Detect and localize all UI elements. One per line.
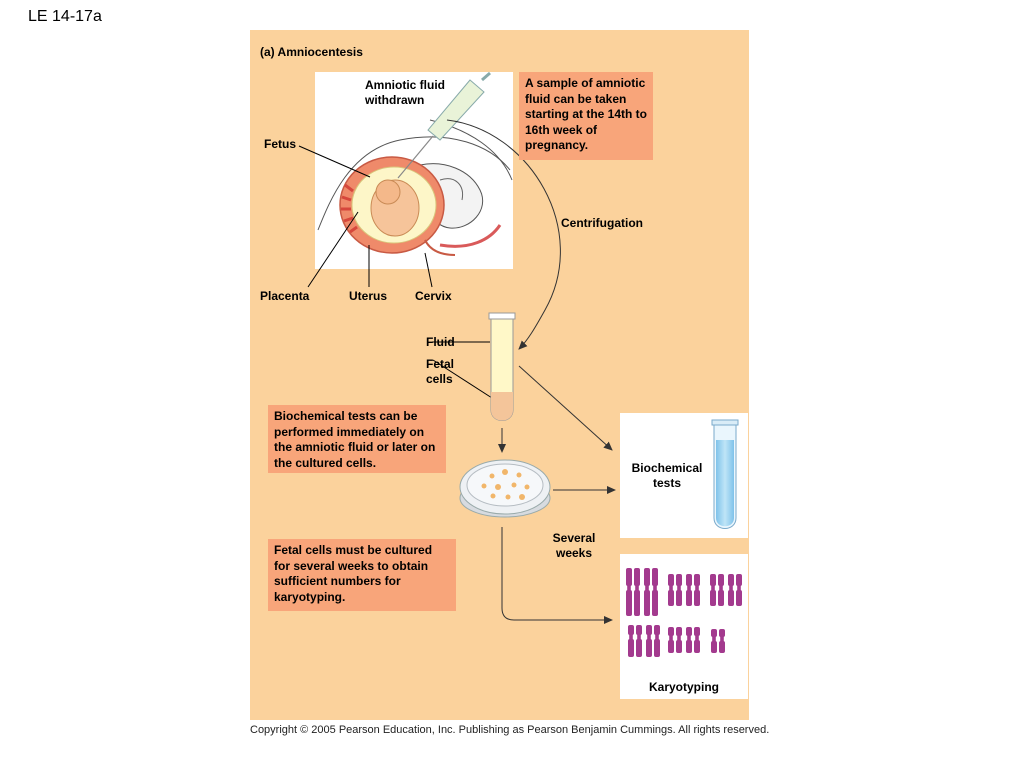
label-fluid: Fluid [426,335,455,349]
centrifugation-arrow [446,119,561,350]
label-fetus: Fetus [264,137,297,151]
chromosome [636,625,642,657]
arrow-to-biochem [518,365,613,451]
karyotype-chromosomes [626,568,742,657]
test-tube [711,419,739,529]
chromosome [694,574,700,606]
petri-dish [459,459,551,518]
arrow-to-karyotype [501,527,613,624]
chromosome [654,625,660,657]
chromosome [710,574,716,606]
chromosome [728,574,734,606]
uterus-illustration [317,119,513,256]
note-sample-timing: A sample of amniotic fluid can be taken … [519,72,653,160]
label-cervix: Cervix [415,289,452,303]
chromosome [644,568,650,616]
label-uterus: Uterus [349,289,388,303]
chromosome [646,625,652,657]
chromosome [676,627,682,653]
chromosome [628,625,634,657]
slide-title: LE 14-17a [28,8,102,25]
chromosome [686,574,692,606]
leader-lines [298,145,493,399]
label-amniotic-fluid: Amniotic fluid withdrawn [365,78,445,107]
chromosome [719,629,725,653]
label-karyotyping: Karyotyping [648,680,719,694]
chromosome [652,568,658,616]
label-placenta: Placenta [260,289,310,303]
label-several-weeks: Several weeks [552,531,596,560]
copyright-notice: Copyright © 2005 Pearson Education, Inc.… [250,724,770,736]
chromosome [676,574,682,606]
panel-title: (a) Amniocentesis [260,45,363,59]
chromosome [686,627,692,653]
label-centrifugation: Centrifugation [561,216,643,230]
chromosome [626,568,632,616]
chromosome [668,627,674,653]
syringe [397,71,491,179]
chromosome [668,574,674,606]
note-cell-culture: Fetal cells must be cultured for several… [268,539,456,611]
label-fetal-cells: Fetal cells [426,357,455,386]
chromosome [634,568,640,616]
note-biochemical-tests: Biochemical tests can be performed immed… [268,405,446,473]
chromosome [718,574,724,606]
centrifuge-tube [488,312,516,421]
chromosome [694,627,700,653]
label-biochemical-tests: Biochemical tests [631,461,703,490]
chromosome [711,629,717,653]
chromosome [736,574,742,606]
